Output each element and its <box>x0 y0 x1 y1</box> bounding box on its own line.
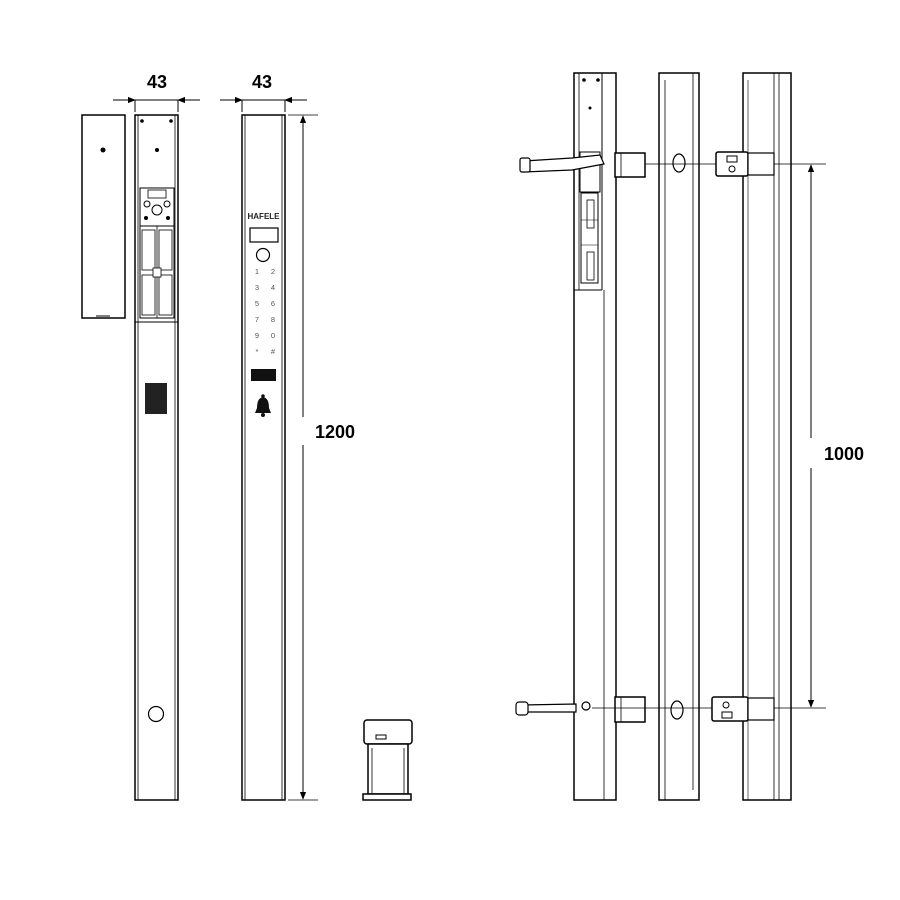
dimension-label-height-mount: 1000 <box>824 444 864 464</box>
key-star: * <box>256 347 259 356</box>
dimension-label-width-mid: 43 <box>252 72 272 92</box>
dimension-width-left: 43 <box>113 72 200 112</box>
dimension-height-total: 1200 <box>288 114 355 801</box>
lower-fixture <box>515 696 775 723</box>
strike-plate <box>362 719 413 801</box>
key-6: 6 <box>271 299 275 308</box>
sensor-window <box>145 383 167 414</box>
key-5: 5 <box>255 299 259 308</box>
display-window <box>249 227 279 243</box>
key-2: 2 <box>271 267 275 276</box>
battery-mechanism <box>139 187 175 319</box>
dimension-label-height-total: 1200 <box>315 422 355 442</box>
dimension-label-width-left: 43 <box>147 72 167 92</box>
dimension-width-mid: 43 <box>220 72 307 112</box>
mounting-assembly <box>515 72 792 801</box>
bell-icon <box>255 394 271 417</box>
brand-logo: HAFELE <box>248 212 281 221</box>
fingerprint-sensor <box>255 247 271 263</box>
front-panel: HAFELE 1 2 3 4 5 6 7 8 9 0 * # <box>241 114 286 801</box>
key-4: 4 <box>271 283 275 292</box>
key-9: 9 <box>255 331 259 340</box>
post-left <box>573 72 617 801</box>
post-right <box>742 72 792 801</box>
cover-plate <box>81 114 126 319</box>
keyhole <box>147 705 165 723</box>
key-0: 0 <box>271 331 275 340</box>
dimension-height-mount: 1000 <box>774 163 864 709</box>
upper-fixture <box>519 151 775 178</box>
key-hash: # <box>271 347 276 356</box>
key-1: 1 <box>255 267 259 276</box>
inner-body <box>134 114 179 801</box>
key-7: 7 <box>255 315 259 324</box>
card-reader <box>251 369 276 381</box>
keypad: 1 2 3 4 5 6 7 8 9 0 * # <box>255 267 276 356</box>
key-8: 8 <box>271 315 275 324</box>
key-3: 3 <box>255 283 259 292</box>
post-middle <box>658 72 700 801</box>
